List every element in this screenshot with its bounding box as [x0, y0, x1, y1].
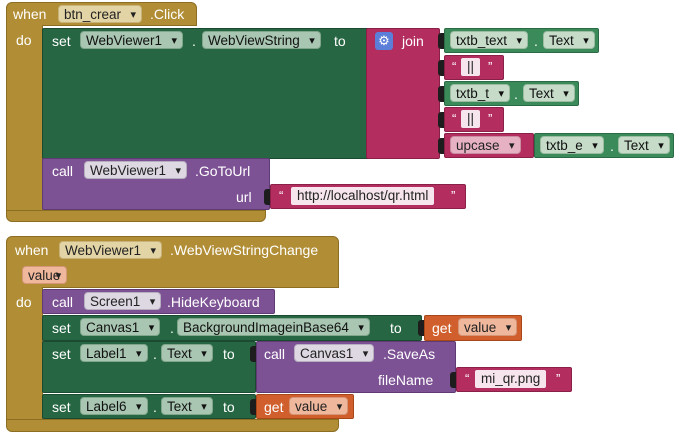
txtb-e-component-dropdown[interactable]: txtb_e	[540, 136, 604, 155]
label6-component-dropdown[interactable]: Label6	[80, 397, 148, 416]
webviewer1-component-dropdown[interactable]: WebViewer1	[84, 161, 188, 180]
text-property-dropdown[interactable]: Text	[161, 344, 213, 363]
text-property-dropdown[interactable]: Text	[543, 31, 595, 50]
event-component-dropdown[interactable]: btn_crear	[58, 5, 143, 24]
socket-notch	[418, 320, 424, 336]
open-quote: “	[452, 59, 457, 74]
url-string-value[interactable]: http://localhost/qr.html	[291, 187, 435, 205]
socket-notch	[250, 346, 256, 362]
value-parameter[interactable]: value	[22, 266, 68, 285]
open-quote: “	[465, 371, 470, 386]
filename-arg-label: fileName	[378, 372, 434, 388]
socket-notch	[438, 112, 444, 128]
canvas1-component-dropdown[interactable]: Canvas1	[80, 318, 161, 337]
txtb-text-component-dropdown[interactable]: txtb_text	[450, 31, 529, 50]
to-keyword: to	[223, 346, 235, 362]
screen1-component-dropdown[interactable]: Screen1	[84, 292, 162, 311]
set-keyword: set	[52, 346, 71, 362]
dot-separator: .	[192, 33, 196, 49]
canvas1-component-dropdown[interactable]: Canvas1	[294, 344, 375, 363]
event-footer	[6, 210, 266, 222]
when-keyword: when	[13, 6, 47, 22]
call-keyword: call	[52, 163, 74, 179]
socket-notch	[264, 189, 270, 205]
webviewer1-component-dropdown[interactable]: WebViewer1	[80, 31, 184, 50]
upcase-function-dropdown[interactable]: upcase	[450, 136, 521, 155]
dot-separator: .	[170, 320, 174, 336]
text-property-dropdown[interactable]: Text	[523, 84, 575, 103]
open-quote: “	[452, 111, 457, 126]
webviewstring-property-dropdown[interactable]: WebViewString	[202, 31, 321, 50]
text-property-dropdown[interactable]: Text	[618, 136, 670, 155]
set-label1-text-block[interactable]	[42, 341, 256, 393]
txtb-t-component-dropdown[interactable]: txtb_t	[450, 84, 511, 103]
dot-separator: .	[610, 138, 614, 154]
dot-separator: .	[153, 399, 157, 415]
event-left-rail	[6, 25, 43, 213]
socket-notch	[438, 33, 444, 49]
value-variable-dropdown[interactable]: value	[289, 397, 349, 416]
socket-notch	[450, 372, 456, 388]
event-name: .Click	[150, 6, 185, 22]
set-keyword: set	[52, 399, 71, 415]
backgroundimage-property-dropdown[interactable]: BackgroundImageinBase64	[177, 318, 370, 337]
set-keyword: set	[52, 320, 71, 336]
saveas-method-name: .SaveAs	[383, 346, 436, 362]
event-name: .WebViewStringChange	[170, 242, 319, 258]
close-quote: ”	[451, 188, 456, 203]
to-keyword: to	[390, 320, 402, 336]
close-quote: ”	[488, 111, 493, 126]
do-keyword: do	[16, 32, 32, 48]
event-component-dropdown[interactable]: WebViewer1	[59, 241, 163, 260]
get-keyword: get	[432, 320, 452, 336]
socket-notch	[250, 399, 256, 415]
call-keyword: call	[52, 294, 74, 310]
gear-icon[interactable]: ⚙	[375, 32, 393, 50]
socket-notch	[438, 138, 444, 154]
close-quote: ”	[488, 59, 493, 74]
join-keyword: join	[402, 33, 424, 49]
dot-separator: .	[153, 346, 157, 362]
hidekeyboard-method-name: .HideKeyboard	[167, 294, 260, 310]
dot-separator: .	[534, 33, 538, 49]
close-quote: ”	[556, 371, 561, 386]
url-arg-label: url	[236, 189, 252, 205]
dot-separator: .	[514, 86, 518, 102]
set-keyword: set	[52, 33, 71, 49]
socket-notch	[438, 86, 444, 102]
text-property-dropdown[interactable]: Text	[161, 397, 213, 416]
get-keyword: get	[264, 399, 284, 415]
do-keyword: do	[16, 294, 32, 310]
to-keyword: to	[334, 33, 346, 49]
socket-notch	[438, 60, 444, 76]
open-quote: “	[279, 188, 284, 203]
value-variable-dropdown[interactable]: value	[458, 318, 518, 337]
string-value[interactable]: ||	[461, 58, 481, 76]
string-value[interactable]: ||	[461, 110, 481, 128]
call-keyword: call	[264, 346, 286, 362]
label1-component-dropdown[interactable]: Label1	[80, 344, 148, 363]
filename-string-value[interactable]: mi_qr.png	[475, 370, 547, 388]
to-keyword: to	[223, 399, 235, 415]
event-footer	[6, 419, 339, 432]
gotourl-method-name: .GoToUrl	[195, 163, 251, 179]
when-keyword: when	[15, 242, 49, 258]
